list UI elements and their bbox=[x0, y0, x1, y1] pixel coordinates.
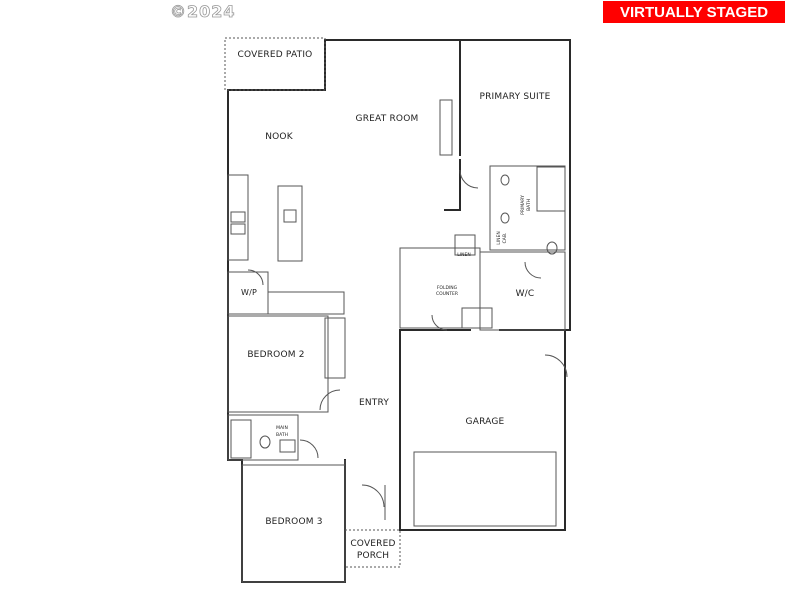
label-folding-line2: COUNTER bbox=[436, 291, 458, 297]
label-wp: W/P bbox=[241, 288, 257, 297]
label-linen-cab-line1: LINEN bbox=[496, 231, 502, 244]
label-folding-line1: FOLDING bbox=[437, 285, 458, 291]
interior-walls bbox=[224, 37, 568, 583]
label-covered-patio: COVERED PATIO bbox=[238, 50, 313, 60]
label-primary-bath-line1: PRIMARY bbox=[520, 195, 526, 215]
label-nook: NOOK bbox=[265, 132, 294, 142]
label-main-bath-line1: MAIN bbox=[276, 425, 288, 431]
label-garage: GARAGE bbox=[466, 417, 505, 427]
label-primary-bath-line2: BATH bbox=[526, 199, 532, 211]
label-bedroom-2: BEDROOM 2 bbox=[247, 350, 304, 360]
label-wic: W/C bbox=[516, 289, 535, 299]
label-great-room: GREAT ROOM bbox=[356, 114, 419, 124]
label-covered-porch-line2: PORCH bbox=[357, 551, 389, 561]
virtually-staged-badge: VIRTUALLY STAGED bbox=[602, 0, 786, 24]
label-linen: LINEN bbox=[457, 252, 470, 258]
label-bedroom-3: BEDROOM 3 bbox=[265, 517, 322, 527]
label-covered-porch-line1: COVERED bbox=[350, 539, 395, 549]
label-primary-suite: PRIMARY SUITE bbox=[479, 92, 550, 102]
copyright-watermark: ©2024 bbox=[170, 2, 236, 22]
label-entry: ENTRY bbox=[359, 398, 389, 408]
label-linen-cab-line2: CAB. bbox=[502, 233, 508, 244]
label-main-bath-line2: BATH bbox=[276, 432, 288, 438]
